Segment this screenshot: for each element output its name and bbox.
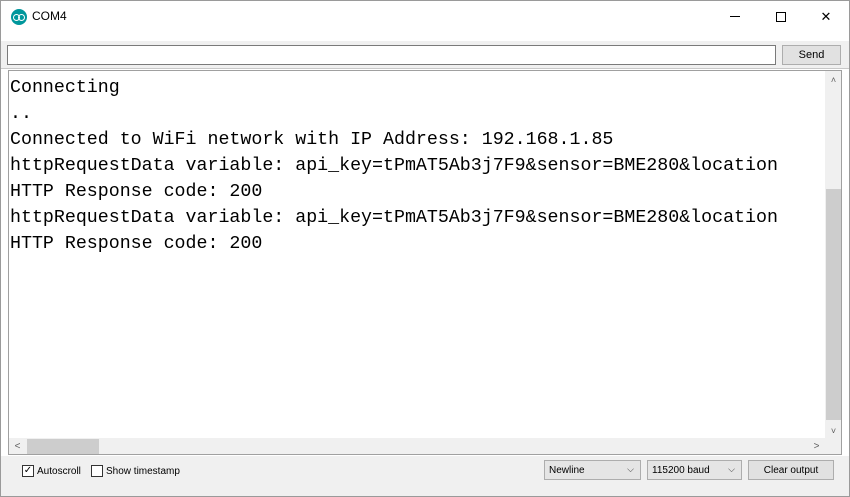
window-title: COM4: [32, 9, 67, 23]
output-line: Connected to WiFi network with IP Addres…: [10, 130, 614, 150]
close-button[interactable]: ✕: [803, 1, 849, 32]
arduino-app-icon: [11, 9, 27, 25]
scrollbar-corner: [825, 438, 841, 454]
autoscroll-label: Autoscroll: [37, 465, 81, 477]
close-icon: ✕: [820, 8, 832, 24]
vertical-scroll-thumb[interactable]: [826, 189, 841, 420]
autoscroll-checkbox[interactable]: ✓: [22, 465, 34, 477]
baud-rate-select[interactable]: 115200 baud ⌵: [647, 460, 742, 480]
output-line: Connecting: [10, 78, 120, 98]
output-line: httpRequestData variable: api_key=tPmAT5…: [10, 156, 778, 176]
horizontal-scroll-thumb[interactable]: [27, 439, 99, 454]
output-line: HTTP Response code: 200: [10, 234, 263, 254]
chevron-down-icon: ⌵: [728, 464, 735, 474]
scroll-right-icon[interactable]: >: [813, 441, 820, 452]
baud-rate-value: 115200 baud: [652, 464, 710, 476]
timestamp-toggle[interactable]: Show timestamp: [91, 464, 180, 478]
send-row: Send: [1, 41, 849, 69]
scroll-left-icon[interactable]: <: [14, 441, 21, 452]
autoscroll-toggle[interactable]: ✓ Autoscroll: [22, 464, 81, 478]
send-button[interactable]: Send: [782, 45, 841, 65]
serial-output[interactable]: Connecting .. Connected to WiFi network …: [8, 70, 842, 455]
horizontal-scrollbar[interactable]: < >: [9, 438, 825, 454]
minimize-button[interactable]: [712, 1, 758, 32]
timestamp-checkbox[interactable]: [91, 465, 103, 477]
scroll-down-icon[interactable]: ˅: [830, 425, 837, 436]
maximize-button[interactable]: [758, 1, 804, 32]
maximize-icon: [776, 11, 786, 22]
line-ending-value: Newline: [549, 464, 585, 476]
vertical-scrollbar[interactable]: ˄ ˅: [825, 71, 841, 439]
timestamp-label: Show timestamp: [106, 465, 180, 477]
chevron-down-icon: ⌵: [627, 464, 634, 474]
title-bar: COM4 ✕: [1, 1, 849, 32]
output-line: httpRequestData variable: api_key=tPmAT5…: [10, 208, 778, 228]
clear-output-button[interactable]: Clear output: [748, 460, 834, 480]
output-line: ..: [10, 104, 32, 124]
serial-input[interactable]: [7, 45, 776, 65]
status-bar: ✓ Autoscroll Show timestamp Newline ⌵ 11…: [1, 456, 849, 496]
output-text-area[interactable]: Connecting .. Connected to WiFi network …: [10, 75, 825, 438]
minimize-icon: [730, 16, 740, 17]
line-ending-select[interactable]: Newline ⌵: [544, 460, 641, 480]
output-line: HTTP Response code: 200: [10, 182, 263, 202]
checkmark-icon: ✓: [23, 465, 33, 476]
scroll-up-icon[interactable]: ˄: [830, 74, 837, 85]
